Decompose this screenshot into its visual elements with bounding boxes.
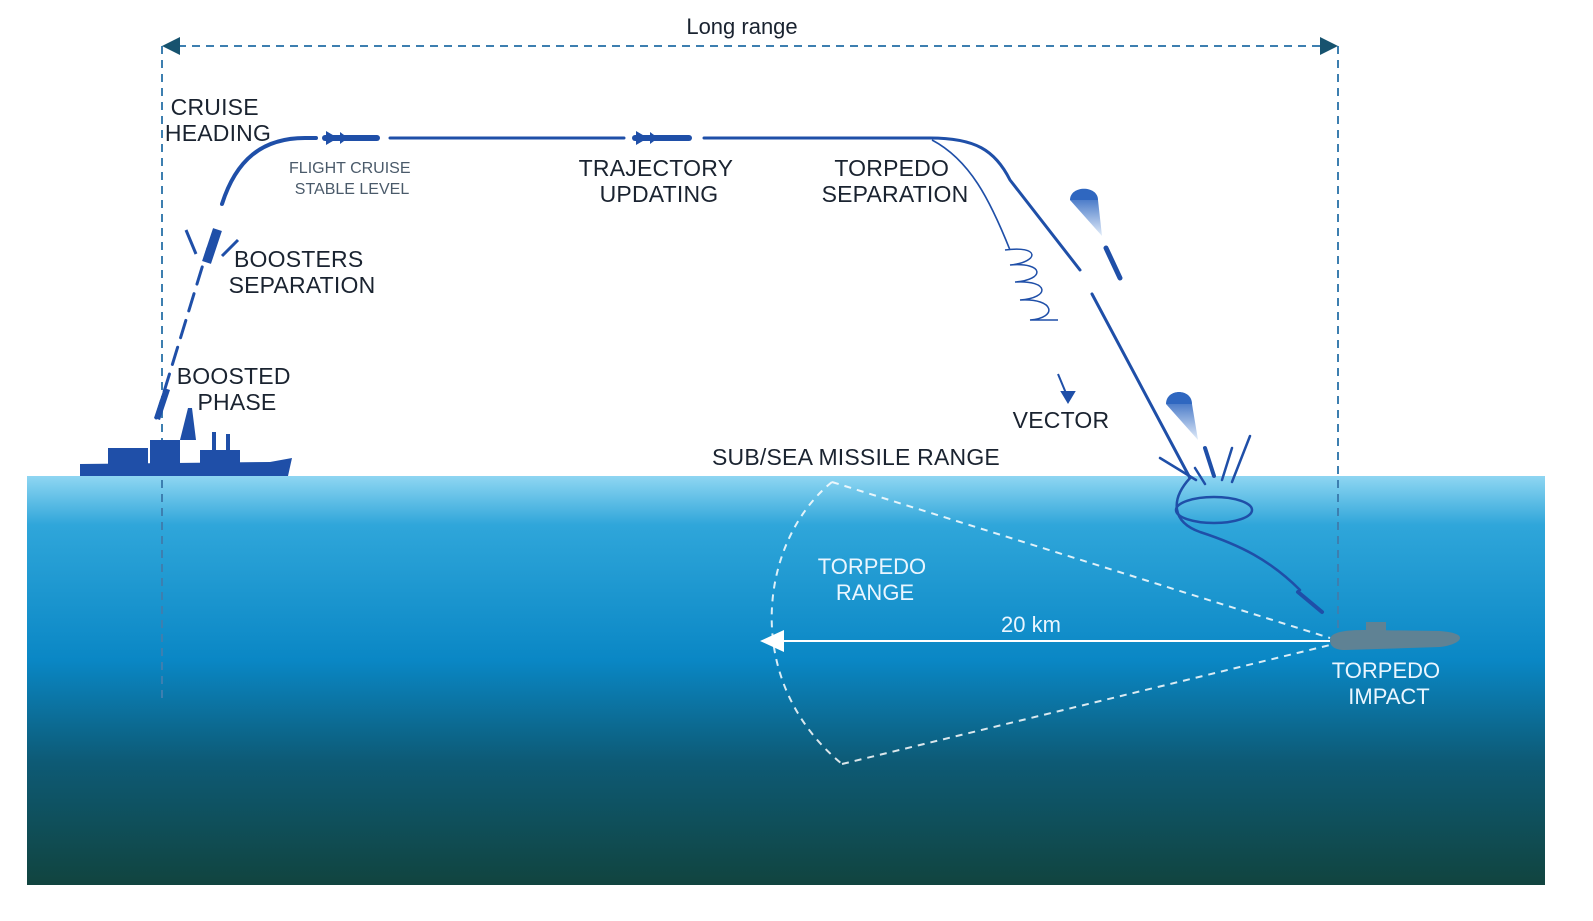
boosters-separation-label: BOOSTERS SEPARATION [229, 246, 376, 298]
distance-label: 20 km [1001, 612, 1061, 637]
submarine-icon [1330, 622, 1460, 650]
parachute-icon [1070, 188, 1102, 236]
boosted-phase-label: BOOSTED PHASE [177, 363, 297, 415]
boosted-missile-icon [154, 388, 170, 420]
vector-label: VECTOR [1013, 407, 1110, 433]
cruise-heading-label: CRUISE HEADING [165, 94, 271, 146]
ship-icon [80, 408, 292, 476]
parachute-icon-2 [1166, 392, 1198, 440]
torpedo-range-label: TORPEDO RANGE [818, 554, 933, 605]
spiral-icon [1004, 248, 1058, 321]
missile-icon [322, 131, 380, 145]
arrow-left-icon [162, 37, 180, 55]
distance-arrow-icon [760, 630, 784, 652]
torpedo-separation-label: TORPEDO SEPARATION [822, 155, 969, 207]
torpedo-impact-label: TORPEDO IMPACT [1332, 658, 1447, 709]
arrow-right-icon [1320, 37, 1338, 55]
splash-icon [1158, 434, 1254, 525]
torpedo-separation-branch [931, 139, 1011, 251]
trajectory-updating-label: TRAJECTORY UPDATING [579, 155, 740, 207]
missile-icon-2 [632, 131, 692, 145]
sea-area [27, 476, 1545, 885]
long-range-label: Long range [686, 14, 797, 39]
vector-torpedo-icon [1057, 373, 1076, 404]
booster-icon [184, 228, 240, 264]
sub-sea-range-label: SUB/SEA MISSILE RANGE [712, 444, 1000, 470]
flight-cruise-label: FLIGHT CRUISE STABLE LEVEL [289, 160, 415, 198]
torpedo-range-cone [770, 481, 1331, 765]
long-range-guide [161, 45, 1339, 700]
